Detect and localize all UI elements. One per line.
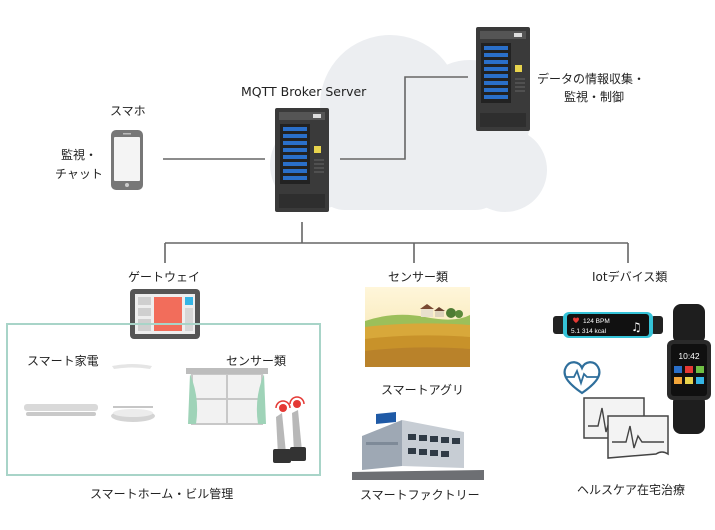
cloud-server-label-line1: データの情報収集・ (537, 72, 646, 86)
farm-field-image (365, 287, 470, 367)
band-readout-2: 5.1 314 kcal (571, 328, 607, 335)
smartphone-icon (111, 130, 143, 190)
broker-label: MQTT Broker Server (241, 84, 367, 99)
security-gate-sensor-icon (273, 396, 306, 463)
sensors-label: センサー類 (388, 270, 449, 284)
iot-devices-label: Iotデバイス類 (592, 270, 668, 284)
smart-home-frame (6, 323, 321, 476)
smart-appliances-label: スマート家電 (27, 354, 99, 368)
tablet-icon (130, 289, 200, 339)
ecg-chart-icon (583, 397, 669, 459)
broker-to-cloud-line (340, 76, 468, 160)
music-note-icon: ♫ (631, 320, 642, 334)
watch-time: 10:42 (678, 351, 700, 361)
smart-agri-caption: スマートアグリ (381, 383, 465, 397)
window-sensor-icon (186, 368, 268, 425)
factory-building-icon (352, 412, 484, 480)
home-care-caption: ヘルスケア在宅治療 (577, 483, 686, 497)
smart-factory-caption: スマートファクトリー (360, 488, 480, 502)
smart-home-sensors-label: センサー類 (226, 354, 287, 368)
broker-server-icon (275, 108, 329, 212)
fitness-band-icon: 124 BPM 5.1 314 kcal ♫ (553, 312, 663, 338)
cloud-server-label-line2: 監視・制御 (564, 90, 625, 104)
heart-monitor-icon (563, 361, 601, 395)
smartphone-label: スマホ (110, 104, 146, 118)
smartphone-caption-line1: 監視・ (61, 148, 98, 162)
cloud-server-icon (476, 27, 530, 131)
band-readout-1: 124 BPM (583, 318, 610, 325)
gateway-label: ゲートウェイ (128, 270, 201, 284)
smartphone-caption-line2: チャット (55, 167, 103, 181)
smart-home-caption: スマートホーム・ビル管理 (90, 487, 234, 501)
appliance-icons (24, 364, 155, 422)
smartwatch-icon: 10:42 (667, 304, 711, 434)
